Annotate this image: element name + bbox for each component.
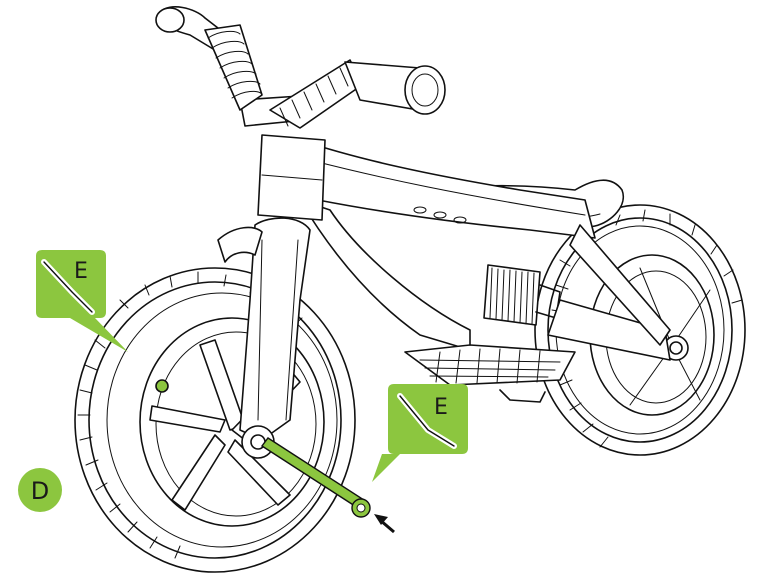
seat-post-clamp <box>483 264 561 326</box>
front-wheel <box>74 267 356 573</box>
footrest <box>404 344 576 403</box>
right-grip <box>344 61 446 115</box>
hex-key-icon <box>397 393 457 449</box>
front-fork <box>217 217 311 459</box>
callout-hex-key-axle: E <box>372 384 468 482</box>
left-bar-pad <box>204 24 263 111</box>
callout-label-axle: E <box>434 395 448 420</box>
step-badge: D <box>18 468 62 512</box>
handlebar <box>155 6 446 129</box>
step-label: D <box>31 477 49 505</box>
callout-hex-key-front: E <box>36 250 128 352</box>
hex-key-icon <box>41 259 95 315</box>
insert-arrow-icon <box>374 514 395 534</box>
callout-label-front: E <box>74 259 88 284</box>
front-axle-bolt <box>260 437 371 518</box>
frame <box>299 139 671 361</box>
